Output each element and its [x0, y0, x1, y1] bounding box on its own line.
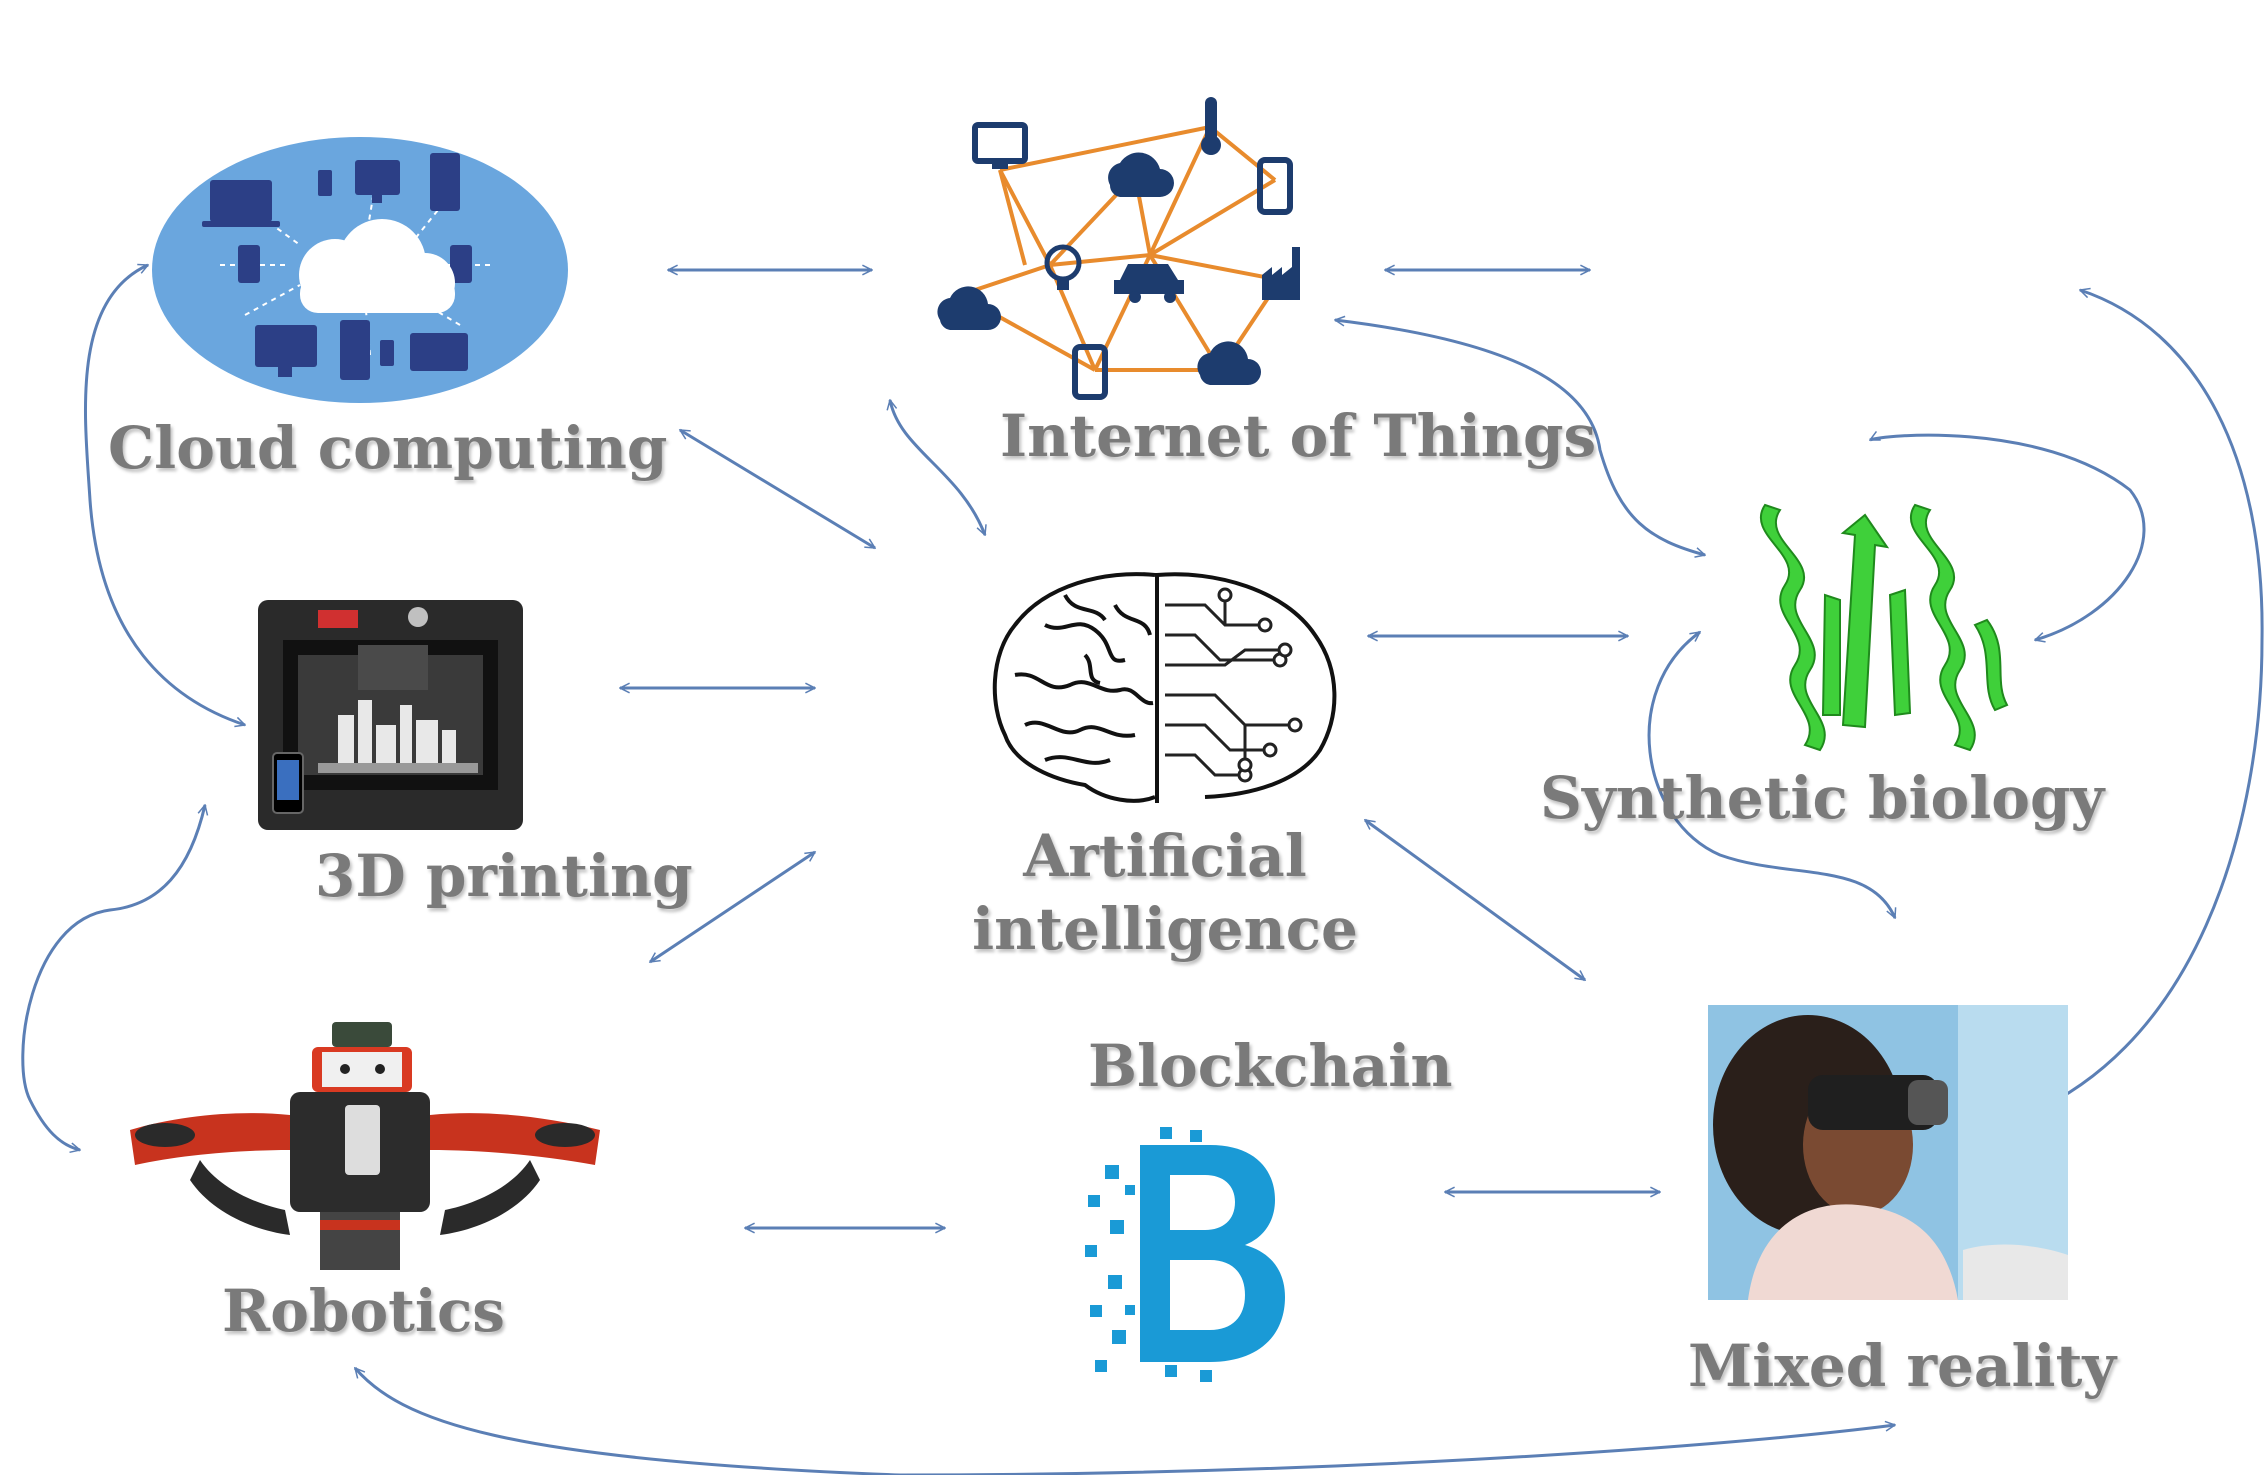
blockchain-label: Blockchain — [1088, 1032, 1453, 1100]
iot-label: Internet of Things — [1000, 402, 1597, 470]
ai-label-line2: intelligence — [972, 894, 1358, 963]
cloud-computing-label: Cloud computing — [108, 414, 668, 482]
arrow-right-mixed — [2000, 290, 2264, 1125]
brain-circuit-icon — [992, 572, 1337, 803]
synthetic-biology-label: Synthetic biology — [1540, 764, 2105, 832]
blockchain-image — [1080, 1125, 1290, 1395]
blockchain-b-icon — [1085, 1127, 1285, 1382]
protein-structure-icon — [1759, 503, 2009, 752]
printer-3d-image — [248, 595, 533, 840]
robotics-image — [120, 1020, 610, 1270]
arrow-iot-ai — [890, 400, 985, 535]
ai-label-line1: Artificial — [1023, 822, 1307, 890]
cloud-computing-image — [150, 135, 570, 405]
arrow-synbio-loop — [1870, 435, 2146, 640]
synthetic-biology-image — [1725, 475, 2025, 775]
arrow-3d-robotics — [21, 805, 205, 1150]
mixed-reality-image — [1708, 1005, 2068, 1300]
iot-network-icon — [937, 97, 1300, 400]
arrow-cloud-ai — [680, 428, 875, 550]
arrow-3d-ai-diag — [650, 850, 815, 964]
vr-headset-person-icon — [1708, 1005, 2068, 1300]
arrow-synbio-mixed — [1647, 630, 1897, 918]
ai-image — [985, 565, 1345, 810]
robot-icon — [130, 1022, 600, 1270]
3d-printer-icon — [258, 600, 523, 830]
robotics-label: Robotics — [222, 1277, 505, 1345]
ai-label: Artificial intelligence — [955, 820, 1375, 965]
cloud-network-icon — [152, 137, 568, 403]
printing-3d-label: 3D printing — [315, 842, 693, 910]
arrow-iot-synbio — [1335, 320, 1705, 555]
mixed-reality-label: Mixed reality — [1688, 1332, 2117, 1400]
arrow-cloud-3d — [83, 263, 245, 725]
iot-image — [920, 85, 1330, 415]
arrow-ai-mixed — [1365, 818, 1585, 982]
